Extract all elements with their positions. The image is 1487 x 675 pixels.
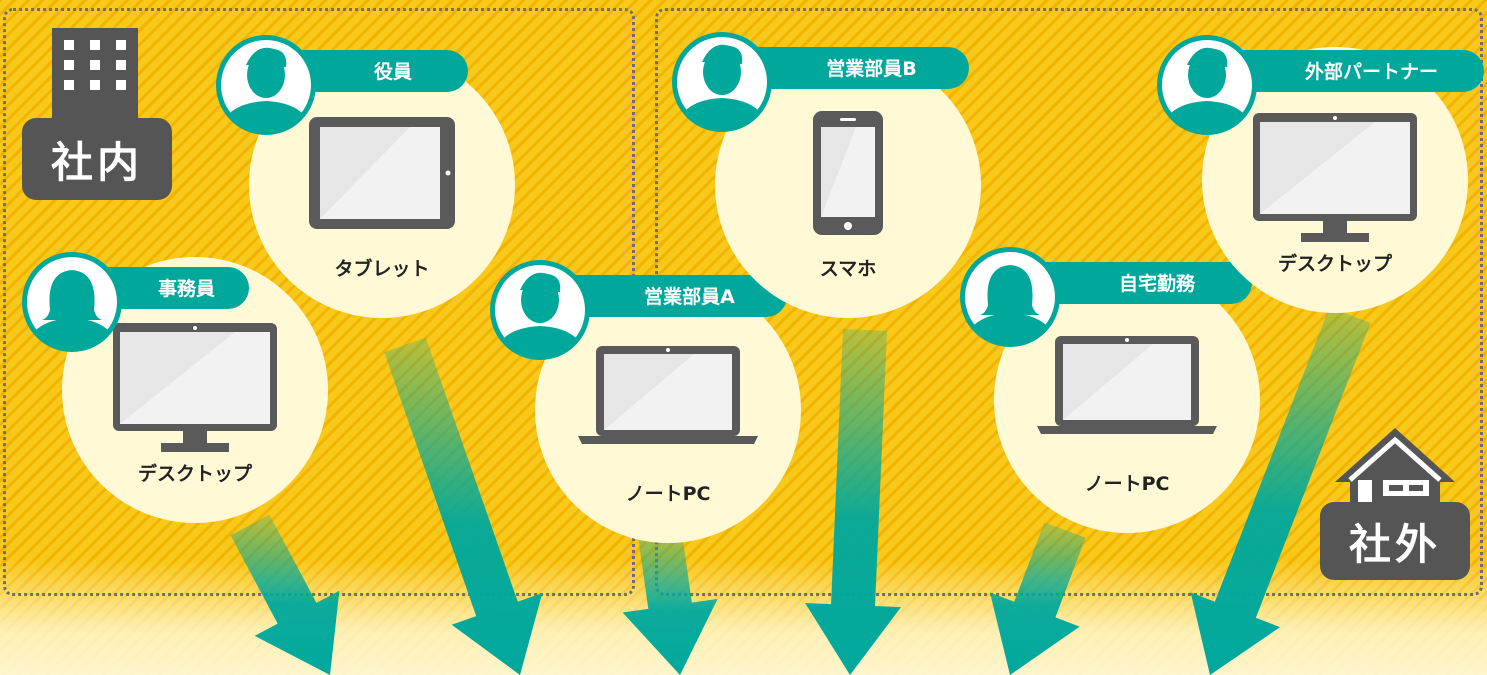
arrow-jitaku xyxy=(989,522,1086,675)
role-pill xyxy=(1207,50,1484,92)
role-label: 役員 xyxy=(374,60,412,83)
role-label: 外部パートナー xyxy=(1305,60,1438,83)
female-user-icon xyxy=(26,270,118,348)
role-pill xyxy=(722,47,969,89)
device-label: タブレット xyxy=(334,257,429,280)
avatar xyxy=(216,35,316,135)
avatar xyxy=(490,260,590,360)
arrow-yakuin xyxy=(384,337,543,675)
house-icon xyxy=(1335,428,1455,510)
male-user-icon xyxy=(676,44,768,128)
building-icon xyxy=(52,28,138,132)
arrow-eigyo-b xyxy=(805,329,901,675)
device-label: デスクトップ xyxy=(138,462,253,485)
role-pill xyxy=(540,275,787,317)
desktop-monitor-icon xyxy=(1253,113,1417,242)
role-label: 営業部員B xyxy=(826,57,916,80)
avatar xyxy=(672,32,772,132)
male-user-icon xyxy=(220,47,312,131)
role-pill xyxy=(1010,262,1252,304)
user-node-eigyo-a: ノートPC 営業部員A xyxy=(490,260,801,543)
user-node-yakuin: タブレット 役員 xyxy=(216,35,515,318)
desktop-monitor-icon xyxy=(113,323,277,452)
user-node-eigyo-b: スマホ 営業部員B xyxy=(672,32,981,318)
laptop-icon xyxy=(578,346,758,444)
role-label: 事務員 xyxy=(158,277,215,300)
device-label: デスクトップ xyxy=(1278,252,1393,275)
avatar xyxy=(960,247,1060,347)
role-label: 営業部員A xyxy=(644,285,735,308)
role-label: 自宅勤務 xyxy=(1119,272,1196,295)
female-user-icon xyxy=(964,265,1056,343)
outside-zone-label: 社外 xyxy=(1320,502,1470,580)
role-pill xyxy=(266,50,468,92)
smartphone-icon xyxy=(813,111,883,235)
user-node-jimuin: デスクトップ 事務員 xyxy=(22,252,328,523)
tablet-icon xyxy=(309,117,455,229)
male-user-icon xyxy=(1161,47,1253,131)
device-label: スマホ xyxy=(820,258,876,280)
user-node-partner: デスクトップ 外部パートナー xyxy=(1157,35,1484,313)
male-user-icon xyxy=(494,272,586,356)
arrow-eigyo-a xyxy=(622,531,718,675)
arrow-partner xyxy=(1190,307,1371,675)
avatar xyxy=(1157,35,1257,135)
user-node-jitaku: ノートPC 自宅勤務 xyxy=(960,247,1260,533)
device-label: ノートPC xyxy=(626,483,711,505)
arrow-jimuin xyxy=(230,514,340,675)
device-label: ノートPC xyxy=(1085,473,1170,495)
laptop-icon xyxy=(1037,336,1217,434)
inside-zone-label: 社内 xyxy=(22,118,172,200)
avatar xyxy=(22,252,122,352)
